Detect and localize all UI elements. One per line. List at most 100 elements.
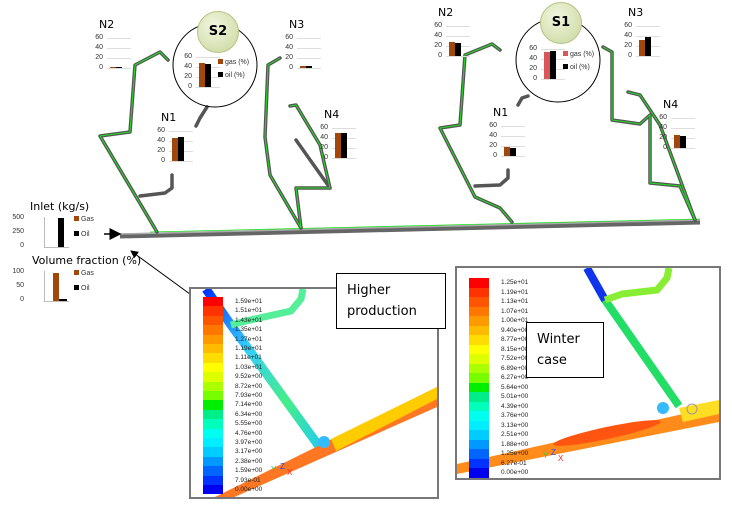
tick-label: 0 — [628, 52, 632, 59]
legend-entry: 1.88e+00 — [457, 439, 587, 451]
legend-entry: 4.39e+00 — [457, 401, 587, 413]
legend-value: 1.51e+01 — [235, 307, 263, 315]
color-swatch — [469, 354, 489, 364]
tick-label: 60 — [529, 45, 537, 52]
color-swatch — [203, 334, 223, 344]
inlet-axis — [44, 217, 69, 248]
gridline — [636, 36, 660, 37]
gridline — [169, 161, 193, 162]
color-swatch — [469, 382, 489, 392]
legend-entry: 7.93e+00 — [191, 391, 321, 402]
tick-label: 0 — [324, 154, 328, 161]
color-swatch — [469, 278, 489, 288]
legend-entry: 1.59e+00 — [191, 466, 321, 477]
tick-label: 40 — [624, 32, 632, 39]
node-label: N1 — [493, 106, 509, 119]
gas-bar — [335, 133, 341, 158]
volume-chart-title: Volume fraction (%) — [32, 254, 142, 267]
legend-value: 8.15e+00 — [501, 345, 529, 353]
legend-entry: 8.72e+00 — [191, 381, 321, 393]
gridline — [636, 56, 660, 57]
legend-value: 7.93e+00 — [235, 392, 263, 399]
legend-value: 2.51e+00 — [501, 431, 529, 438]
gridline — [446, 36, 470, 37]
legend-value: 1.00e+01 — [501, 317, 529, 324]
legend-value: 1.19e+01 — [501, 288, 529, 296]
tick-label: 20 — [434, 42, 442, 49]
tick-label: 0 — [188, 83, 192, 90]
volume-gas-bar — [53, 272, 59, 301]
oil-bar — [306, 66, 312, 68]
tick-label: 40 — [489, 132, 497, 139]
tick-label: 40 — [434, 32, 442, 39]
legend-entry: 1.07e+01 — [457, 306, 587, 318]
color-swatch — [203, 475, 223, 485]
legend-entry: 7.52e+00 — [457, 354, 587, 365]
oil-bar — [116, 66, 122, 68]
tick-label: 0 — [533, 75, 537, 82]
legend-value: 0.00e+00 — [501, 469, 529, 476]
legend-entry: 7.93e-01 — [191, 475, 321, 487]
tick-label: 20 — [320, 144, 328, 151]
color-swatch — [203, 315, 223, 326]
gridline — [501, 146, 525, 147]
gridline — [169, 131, 193, 132]
legend-value: 9.52e+00 — [235, 373, 263, 381]
legend-entry: 1.03e+01 — [191, 362, 321, 374]
tick-label: 50 — [16, 282, 24, 289]
legend-value: 1.19e+01 — [235, 345, 263, 352]
tick-label: 40 — [184, 63, 192, 70]
separator-s1-badge: S1 — [540, 2, 582, 44]
color-swatch — [469, 401, 489, 411]
legend-value: 7.93e-01 — [235, 476, 261, 484]
axis-x-label: X — [558, 454, 564, 463]
legend-entry: 0.00e+00 — [191, 485, 321, 496]
legend-value: 5.01e+00 — [501, 393, 529, 400]
legend-entry: 6.89e+00 — [457, 363, 587, 375]
legend-value: 1.88e+00 — [501, 440, 529, 448]
legend-entry: 6.27e+00 — [457, 373, 587, 384]
volume-chart: 100 50 0 Gas Oil — [0, 268, 100, 304]
gridline — [446, 56, 470, 57]
legend-value: 5.64e+00 — [501, 383, 529, 391]
legend-value: 0.00e+00 — [235, 486, 263, 493]
legend-value: 1.11e+01 — [235, 354, 262, 362]
tick-label: 0 — [20, 242, 24, 249]
axis-y-label: Y — [271, 465, 277, 474]
color-swatch — [203, 456, 223, 467]
color-swatch — [203, 466, 223, 476]
tick-label: 60 — [95, 34, 103, 41]
node-label: N2 — [438, 6, 454, 19]
tick-label: 0 — [438, 52, 442, 59]
oil-bar — [550, 51, 556, 79]
tick-label: 60 — [489, 122, 497, 129]
tick-label: 40 — [529, 55, 537, 62]
tick-label: 100 — [12, 268, 24, 275]
tick-label: 250 — [12, 228, 24, 235]
legend-value: 1.59e+01 — [235, 298, 263, 305]
legend-oil: oil (%) — [218, 72, 245, 79]
color-swatch — [203, 447, 223, 457]
legend-value: 1.03e+01 — [235, 363, 263, 371]
legend-oil: Oil — [74, 285, 90, 292]
callout-winter-case: Winter case — [526, 322, 604, 378]
axis-x-label: X — [287, 468, 293, 477]
legend-entry: 1.25e+00 — [457, 449, 587, 460]
legend-entry: 1.11e+01 — [191, 353, 321, 364]
tick-label: 20 — [285, 54, 293, 61]
color-swatch — [469, 411, 489, 421]
legend-value: 1.27e+01 — [235, 335, 263, 343]
oil-bar — [680, 136, 686, 148]
legend-entry: 0.00e+00 — [457, 468, 587, 478]
legend-value: 4.76e+00 — [235, 429, 263, 437]
color-swatch — [469, 449, 489, 459]
gridline — [297, 48, 321, 49]
legend-value: 7.14e+00 — [235, 401, 263, 409]
legend-value: 1.25e+00 — [501, 450, 529, 457]
